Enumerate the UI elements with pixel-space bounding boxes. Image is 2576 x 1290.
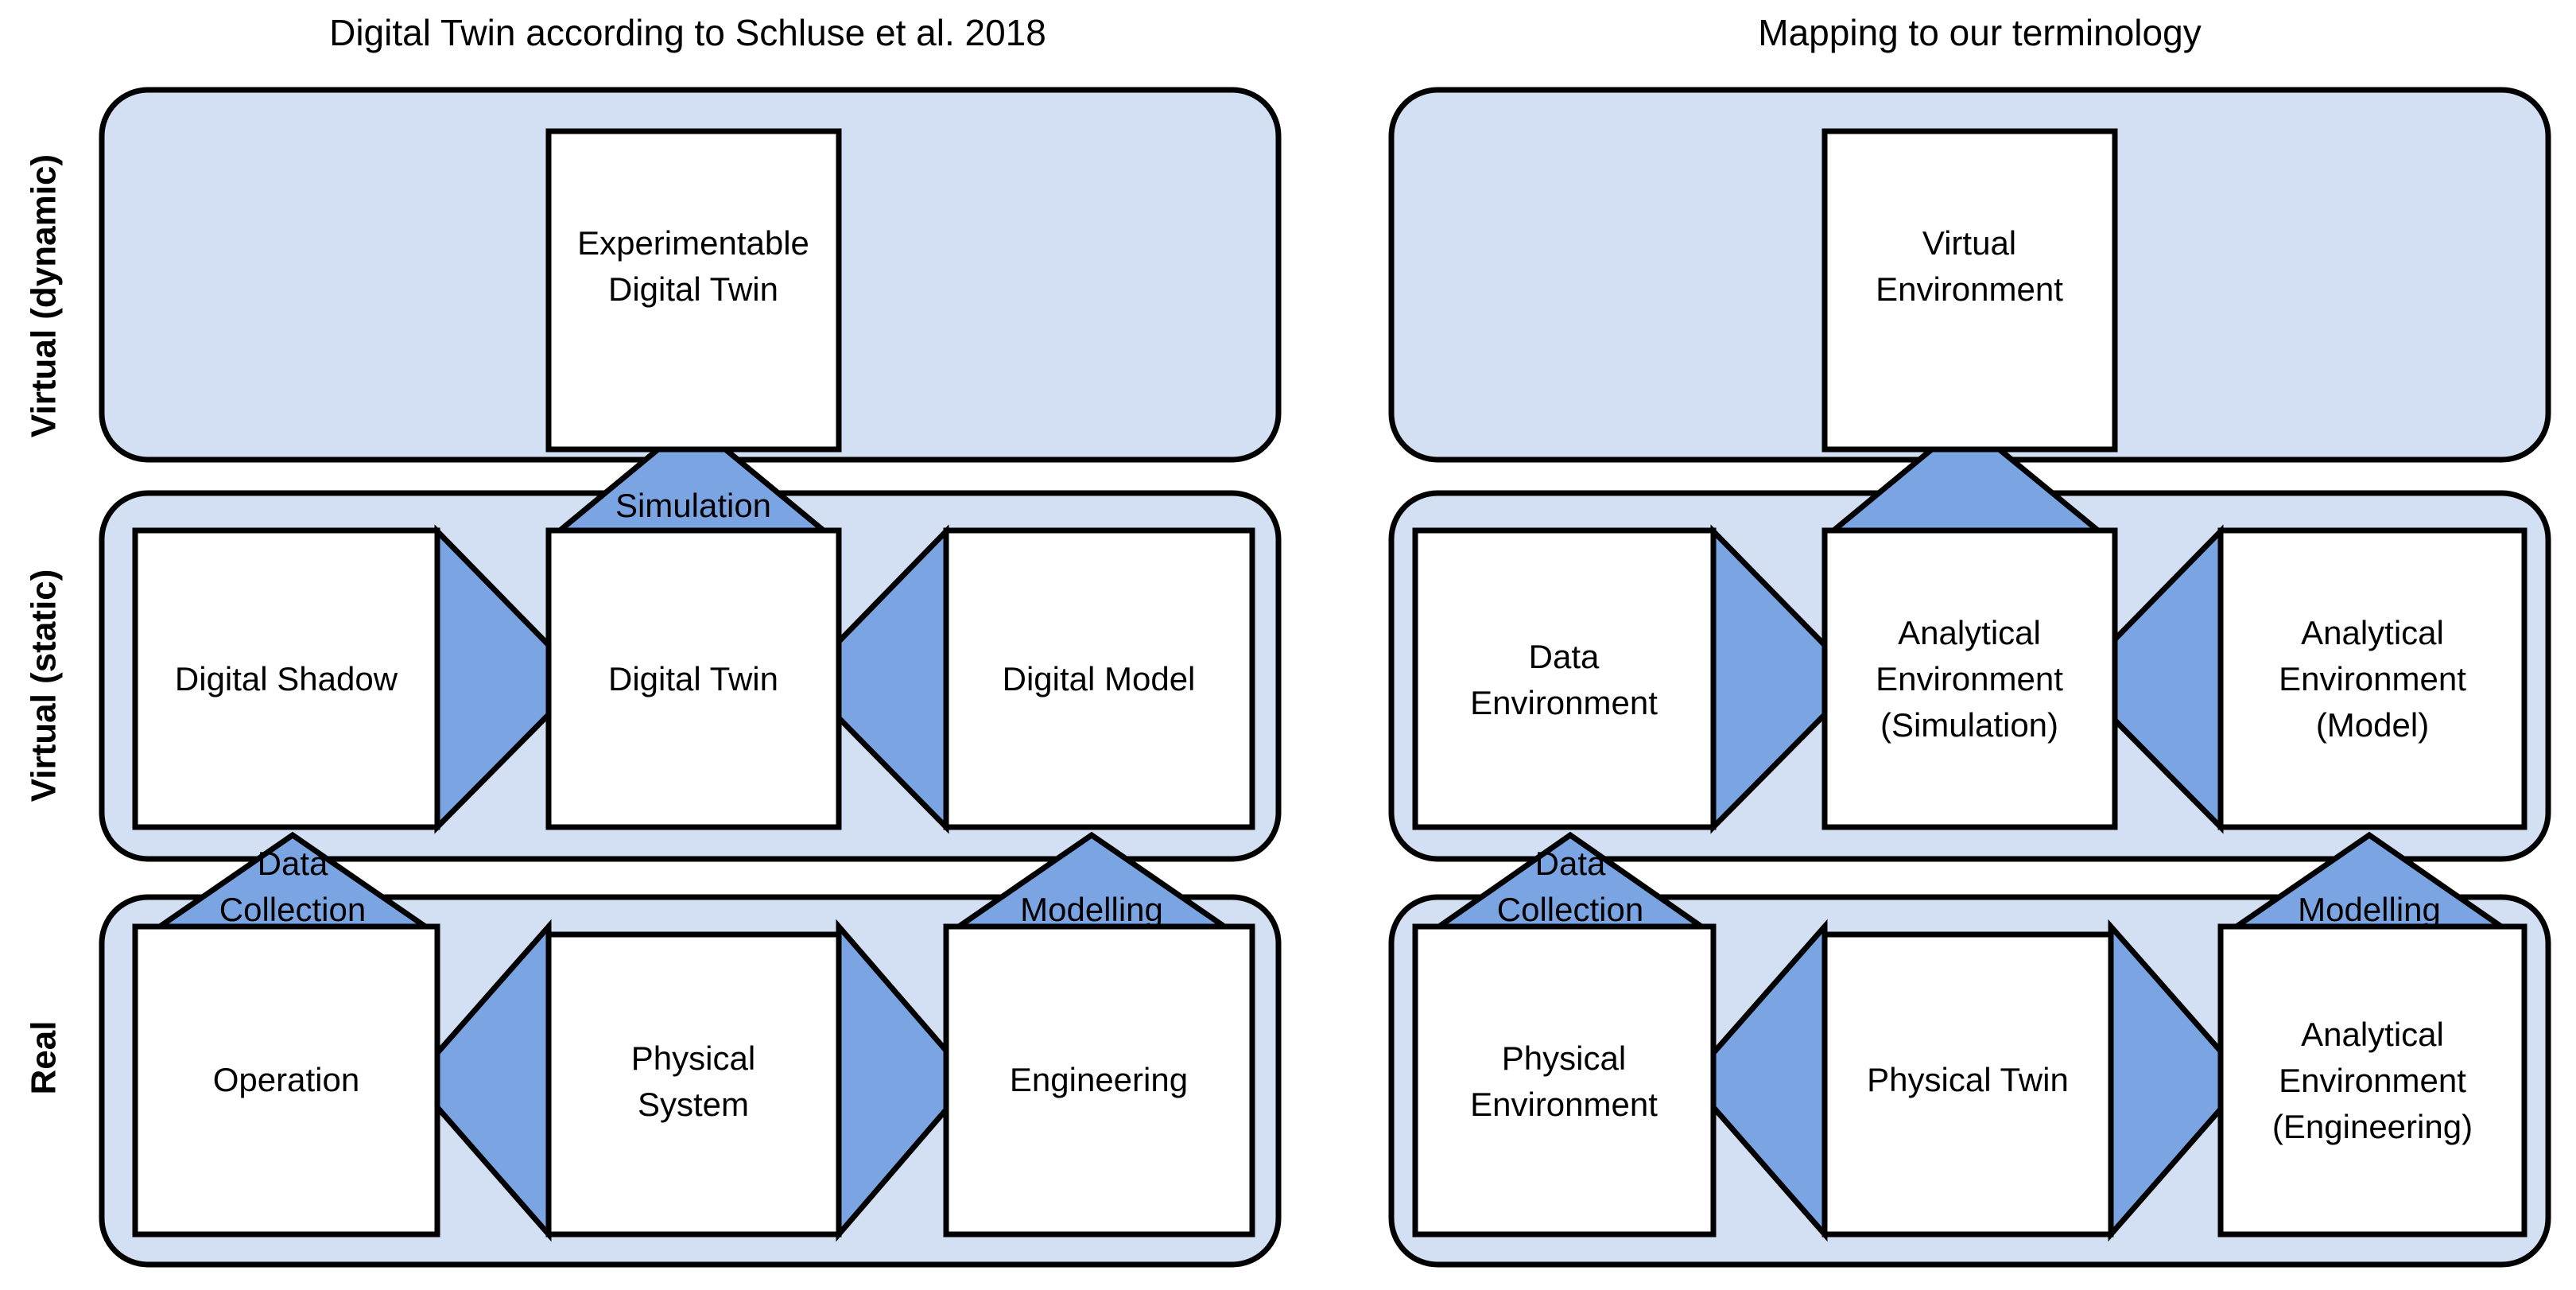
connector-label-data-collection-left-line2: Collection — [219, 891, 366, 928]
connector-label-modelling-right: Modelling — [2298, 891, 2441, 928]
box-physical-environment — [1412, 923, 1717, 1238]
box-label-physical-environment-line2: Environment — [1470, 1086, 1658, 1123]
box-label-physical-system-line2: System — [638, 1086, 749, 1123]
box-label-ae-model-line3: (Model) — [2316, 706, 2429, 744]
box-label-ae-engineering-line2: Environment — [2279, 1062, 2466, 1099]
box-label-digital-twin: Digital Twin — [608, 660, 778, 697]
box-analytical-environment-simulation — [1821, 527, 2118, 830]
box-label-physical-twin: Physical Twin — [1867, 1061, 2069, 1098]
row-label-virtual-dynamic: Virtual (dynamic) — [25, 154, 64, 437]
box-label-digital-shadow: Digital Shadow — [175, 660, 398, 697]
box-label-engineering: Engineering — [1010, 1061, 1188, 1098]
box-label-physical-system-line1: Physical — [631, 1039, 755, 1077]
box-label-digital-model: Digital Model — [1003, 660, 1196, 697]
panel-our-terminology: Virtual Environment Data Environment Ana… — [1388, 87, 2551, 1268]
box-digital-shadow — [132, 527, 440, 830]
box-label-experimentable-digital-twin-line2: Digital Twin — [608, 270, 778, 308]
box-analytical-environment-model — [2217, 527, 2528, 830]
box-engineering — [943, 923, 1255, 1238]
box-label-ae-engineering-line1: Analytical — [2301, 1016, 2444, 1053]
connector-label-simulation-left: Simulation — [615, 487, 771, 524]
box-operation — [132, 923, 440, 1238]
box-analytical-environment-engineering — [2217, 923, 2528, 1238]
box-label-data-environment-line1: Data — [1529, 638, 1600, 675]
box-label-ae-model-line1: Analytical — [2301, 614, 2444, 651]
box-label-ae-engineering-line3: (Engineering) — [2272, 1108, 2473, 1145]
row-label-virtual-static: Virtual (static) — [25, 569, 64, 802]
box-label-virtual-environment-line2: Environment — [1876, 270, 2063, 308]
box-virtual-environment — [1821, 128, 2118, 453]
box-label-ae-model-line2: Environment — [2279, 660, 2466, 697]
row-label-group: Virtual (dynamic) Virtual (static) Real — [25, 154, 64, 1095]
box-label-operation: Operation — [213, 1061, 359, 1098]
connector-label-modelling-left: Modelling — [1020, 891, 1163, 928]
box-label-ae-simulation-line3: (Simulation) — [1880, 706, 2058, 744]
box-digital-model — [943, 527, 1255, 830]
connector-label-data-collection-right-line1: Data — [1535, 845, 1606, 882]
connector-label-data-collection-left-line1: Data — [258, 845, 328, 882]
box-digital-twin — [545, 527, 842, 830]
box-physical-twin — [1821, 931, 2114, 1238]
box-physical-system — [545, 931, 842, 1238]
panel-schluse: Experimentable Digital Twin Digital Shad… — [99, 87, 1282, 1268]
row-label-real: Real — [25, 1021, 64, 1095]
box-label-virtual-environment-line1: Virtual — [1922, 224, 2016, 262]
box-experimentable-digital-twin — [545, 128, 842, 453]
box-label-ae-simulation-line1: Analytical — [1898, 614, 2041, 651]
box-label-experimentable-digital-twin-line1: Experimentable — [577, 224, 809, 262]
box-label-physical-environment-line1: Physical — [1502, 1039, 1626, 1077]
box-data-environment — [1412, 527, 1717, 830]
panel-title-schluse: Digital Twin according to Schluse et al.… — [329, 12, 1046, 53]
box-label-ae-simulation-line2: Environment — [1876, 660, 2063, 697]
panel-title-our-terminology: Mapping to our terminology — [1758, 12, 2201, 53]
connector-label-data-collection-right-line2: Collection — [1497, 891, 1643, 928]
box-label-data-environment-line2: Environment — [1470, 684, 1658, 721]
